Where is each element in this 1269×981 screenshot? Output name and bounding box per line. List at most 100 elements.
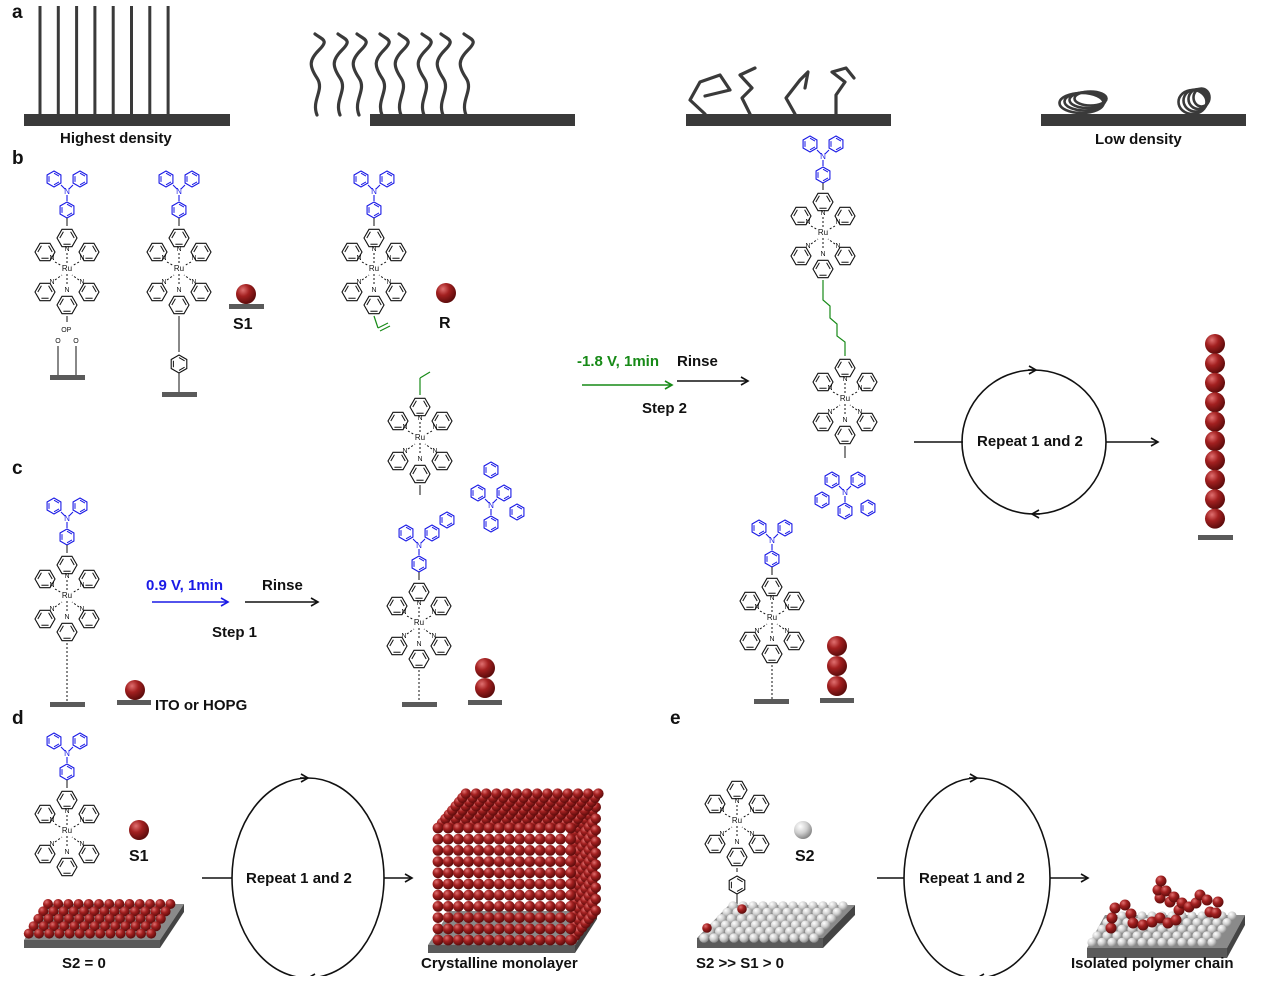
surface-sphere xyxy=(1102,931,1112,941)
pyridine-ring xyxy=(78,569,100,589)
double-bond xyxy=(490,526,497,531)
ring-outline xyxy=(761,577,783,597)
surface-sphere xyxy=(1142,931,1152,941)
sphere-chain xyxy=(475,658,495,678)
double-bond xyxy=(740,850,745,858)
nitrogen-label: N xyxy=(64,287,69,294)
nitrogen-label: N xyxy=(386,255,391,262)
sphere-chain xyxy=(827,676,847,696)
double-bond xyxy=(79,734,86,739)
pyridine-ring xyxy=(856,372,878,392)
triphenylamine-unit: N xyxy=(751,519,793,568)
crystal-sphere xyxy=(544,822,556,834)
double-bond xyxy=(79,181,86,186)
double-bond xyxy=(822,168,829,173)
pyridine-ring xyxy=(834,425,856,445)
ring-outline xyxy=(704,794,726,814)
crystal-sphere xyxy=(483,912,495,923)
substrate-bar xyxy=(162,392,197,397)
crystal-sphere xyxy=(442,878,454,890)
double-bond xyxy=(784,521,791,526)
double-bond xyxy=(418,566,425,571)
surface-sphere xyxy=(59,921,70,932)
pyridine-ring xyxy=(387,411,409,431)
crystal-sphere xyxy=(460,788,471,799)
surface-sphere xyxy=(1132,931,1142,941)
crystal-sphere xyxy=(463,923,474,935)
double-bond xyxy=(837,428,842,436)
crystal-sphere xyxy=(473,833,485,845)
ring-outline xyxy=(34,609,56,629)
double-bond xyxy=(423,467,428,475)
crystal-sphere xyxy=(442,923,454,935)
double-bond xyxy=(835,146,842,151)
double-bond xyxy=(821,502,828,507)
surface-sphere xyxy=(1127,937,1137,948)
ring-outline xyxy=(834,425,856,445)
double-bond xyxy=(389,599,394,607)
ring-outline xyxy=(828,135,844,153)
surface-sphere xyxy=(124,899,135,909)
nitrogen-label: N xyxy=(64,246,69,253)
double-bond xyxy=(423,400,428,408)
double-bond xyxy=(771,552,778,557)
ring-outline xyxy=(409,397,431,417)
initiator-site xyxy=(737,904,747,914)
surface-sphere xyxy=(115,913,125,924)
surface-sphere xyxy=(63,899,74,909)
pyridine-ring xyxy=(34,844,56,864)
double-bond xyxy=(59,860,64,868)
pyridine-ring xyxy=(783,591,805,611)
crystal-sphere xyxy=(511,788,522,799)
crystal-sphere xyxy=(532,788,543,799)
crystal-sphere xyxy=(534,889,546,901)
nitrogen-label: N xyxy=(820,210,825,217)
crystal-sphere xyxy=(590,824,601,836)
sphere-r xyxy=(436,283,456,303)
double-bond xyxy=(37,572,42,580)
ruthenium-label: Ru xyxy=(840,394,850,403)
substrate-slab-side xyxy=(1227,915,1245,958)
double-bond xyxy=(804,249,809,257)
pyridine-ring xyxy=(812,412,834,432)
pyridine-ring xyxy=(739,591,761,611)
double-bond xyxy=(477,495,484,500)
coordination-bond xyxy=(776,623,785,630)
surface-sphere xyxy=(1192,931,1202,941)
double-bond xyxy=(751,797,756,805)
surface-sphere xyxy=(1117,911,1127,921)
polymer-chain-looped xyxy=(688,73,732,116)
bond xyxy=(68,184,74,190)
double-bond xyxy=(81,612,86,620)
crystal-sphere xyxy=(432,923,444,935)
nitrogen-label: N xyxy=(176,287,181,294)
pyridine-ring xyxy=(748,834,770,854)
sphere-chain xyxy=(1205,334,1225,354)
coordination-bond xyxy=(71,823,80,829)
surface-sphere xyxy=(74,913,85,924)
ruthenium-label: Ru xyxy=(62,591,72,600)
nitrogen-label: N xyxy=(431,609,436,616)
sphere-chain xyxy=(1205,411,1225,432)
ring-outline xyxy=(78,569,100,589)
surface-sphere xyxy=(85,928,95,939)
crystal-sphere xyxy=(453,923,464,935)
crystal-sphere xyxy=(493,923,505,935)
coordination-bond xyxy=(424,443,433,450)
substrate-slab-side xyxy=(823,905,855,948)
crystal-sphere xyxy=(544,833,556,845)
pyridine-ring xyxy=(34,282,56,302)
double-bond xyxy=(66,774,73,779)
surface-sphere xyxy=(43,913,54,924)
crystal-sphere xyxy=(493,822,505,834)
double-bond xyxy=(360,172,367,177)
nitrogen-label: N xyxy=(835,243,840,250)
ring-outline xyxy=(34,844,56,864)
ruthenium-label: Ru xyxy=(369,264,379,273)
surface-sphere xyxy=(104,899,115,909)
